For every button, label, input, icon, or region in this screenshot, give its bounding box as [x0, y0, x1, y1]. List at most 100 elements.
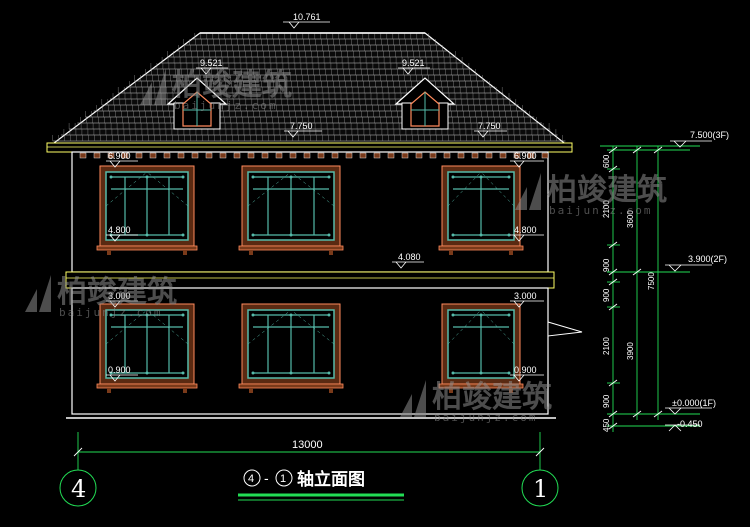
window-sill	[238, 245, 344, 251]
dentil	[163, 152, 171, 159]
dentil	[93, 152, 101, 159]
belt-elevation: 4.080	[398, 252, 421, 262]
dentil	[149, 152, 157, 159]
window-rosette	[109, 371, 113, 375]
dentil	[527, 152, 535, 159]
window-rosette	[181, 175, 185, 179]
window-rosette	[145, 313, 149, 317]
dim-total: 7500	[647, 272, 656, 290]
tick-14	[653, 410, 663, 418]
window-rosette	[289, 233, 293, 237]
eave-left-mark-symbol	[284, 130, 322, 138]
window-rosette	[479, 175, 483, 179]
window-sill	[96, 245, 198, 251]
drawing-title: 4 - 1 轴立面图	[238, 469, 404, 501]
dentil	[401, 152, 409, 159]
window-sill	[438, 245, 524, 251]
win1-bottom-left-mark-symbol	[106, 374, 138, 382]
window-rosette	[451, 233, 455, 237]
window-corbel	[329, 388, 333, 393]
dentil	[429, 152, 437, 159]
watermark-2-brand: 柏竣建筑	[547, 173, 667, 208]
axis-left-label: 4	[71, 475, 86, 503]
dentil	[289, 152, 297, 159]
tick-8	[608, 410, 618, 418]
sill2-top-left-mark-symbol	[106, 160, 138, 168]
dentil	[513, 152, 521, 159]
tick-13	[653, 146, 663, 154]
window-corbel	[329, 250, 333, 255]
window-rosette	[451, 371, 455, 375]
window-rosette	[507, 371, 511, 375]
window-opening-hint	[146, 171, 189, 207]
win1-top-right-mark-symbol	[510, 300, 544, 308]
watermark-2-url: baijunjz.com	[549, 204, 652, 217]
win1-top-left-mark-symbol	[106, 300, 138, 308]
main-roof	[46, 32, 573, 153]
dentil	[331, 152, 339, 159]
dentil	[317, 152, 325, 159]
dormer-left-mark-symbol	[196, 67, 228, 75]
level-mark-labels: 7.500(3F) 3.900(2F) ±0.000(1F) -0.450	[672, 130, 729, 429]
window-rosette	[507, 233, 511, 237]
win1-bottom-right-mark-symbol	[510, 374, 544, 382]
dentil	[471, 152, 479, 159]
window-opening-hint	[447, 171, 482, 207]
window-rosette	[451, 313, 455, 317]
dim-h-tick-left	[73, 447, 83, 457]
elevation-mark-labels: 10.761 9.521 9.521 7.750 7.750 6.900 6.9…	[108, 12, 537, 375]
dentil	[275, 152, 283, 159]
axis-bubbles: 4 1	[59, 469, 559, 507]
tick-12	[632, 410, 642, 418]
level-1f: ±0.000(1F)	[672, 398, 716, 408]
tick-10	[632, 146, 642, 154]
window-rosette	[181, 233, 185, 237]
window-upper-middle	[238, 165, 344, 255]
watermark-4-url: baijunjz.com	[434, 411, 537, 424]
dentil	[247, 152, 255, 159]
sill2-top-right-mark-symbol	[510, 160, 544, 168]
window-rosette	[507, 313, 511, 317]
dentil	[541, 152, 549, 159]
watermark-1-url: baijunjz.com	[174, 99, 277, 112]
win1-top-left-elevation: 3.000	[108, 291, 131, 301]
ridge-elevation: 10.761	[293, 12, 321, 22]
dentil	[233, 152, 241, 159]
level-ground-symbol	[665, 424, 700, 432]
window-upper-left	[96, 165, 198, 255]
window-rosette	[507, 175, 511, 179]
watermark-2: 柏竣建筑 baijunjz.com	[515, 173, 667, 217]
dentil	[345, 152, 353, 159]
window-rosette	[251, 313, 255, 317]
eave-right-mark-symbol	[474, 130, 507, 138]
dentil	[387, 152, 395, 159]
dentil	[121, 152, 129, 159]
watermark-4-brand: 柏竣建筑	[432, 380, 552, 415]
dentil	[107, 152, 115, 159]
window-rosette	[109, 175, 113, 179]
window-corbel	[183, 250, 187, 255]
watermarks: 柏竣建筑 baijunjz.com 柏竣建筑 baijunjz.com 柏竣建筑…	[25, 68, 667, 424]
eave-right-elevation: 7.750	[478, 121, 501, 131]
tick-11	[632, 268, 642, 276]
dim-upper-floor: 3600	[626, 210, 635, 228]
window-sill	[238, 383, 344, 389]
dim-lower-floor: 3900	[626, 342, 635, 360]
total-width: 13000	[292, 439, 323, 451]
window-opening-hint	[447, 309, 482, 345]
dim-seg-6: 900	[602, 394, 611, 408]
watermark-logo-1	[140, 68, 166, 105]
dentil	[359, 152, 367, 159]
axis-bubble-left	[59, 469, 97, 507]
level-2f: 3.900(2F)	[688, 254, 727, 264]
eave-left-elevation: 7.750	[290, 121, 313, 131]
level-3f-symbol	[670, 140, 712, 148]
dentil	[303, 152, 311, 159]
window-opening-hint	[105, 171, 148, 207]
tick-4	[608, 268, 618, 276]
window-rosette	[181, 313, 185, 317]
window-rosette	[109, 313, 113, 317]
title-axis-b-circle	[275, 469, 293, 487]
window-rosette	[251, 371, 255, 375]
win1-bottom-left-elevation: 0.900	[108, 365, 131, 375]
